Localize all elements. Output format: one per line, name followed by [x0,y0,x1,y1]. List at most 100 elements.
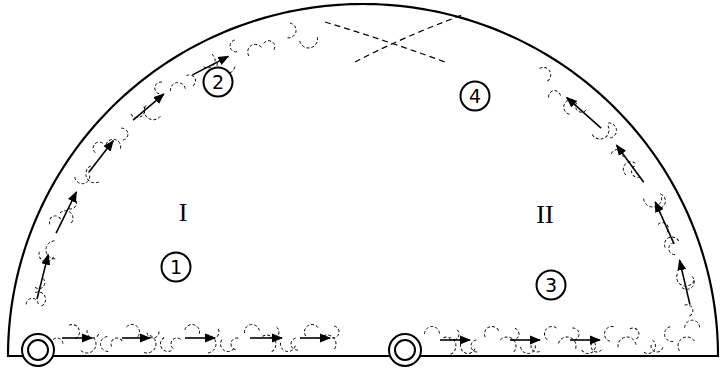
callout-circle: 3 [535,269,567,301]
callout-number: 2 [202,66,234,98]
cloud-scallop [287,23,297,39]
flow-arrow [185,337,215,339]
cloud-scallop [663,327,673,343]
cloud-scallop [153,81,162,94]
cloud-scallop [592,126,612,143]
cloud-scallop [244,324,260,334]
burner-symbol [22,334,54,366]
cloud-scallop [131,106,148,120]
cloud-scallop [685,303,695,316]
flow-arrow [510,339,540,341]
cloud-scallop [230,337,239,350]
cloud-scallop [47,214,60,225]
cloud-scallop [675,334,695,351]
callout-circle: 4 [459,80,491,112]
callout-number: 1 [160,251,192,283]
cloud-scallop [539,65,553,82]
flow-arrow [37,255,48,299]
cloud-scallop [264,38,277,50]
cloud-scallop [332,326,340,339]
cloud-scallop [109,336,122,347]
cloud-scallop [290,338,298,351]
flow-arrow [56,192,76,233]
cloud-scallop [630,326,641,339]
flow-arrow [567,98,601,129]
cloud-scallop [548,90,561,98]
cloud-scallop [81,338,100,357]
cloud-scallop [100,337,108,352]
cloud-scallop [644,340,659,357]
cloud-scallop [669,243,675,255]
cloud-scallop [229,40,237,53]
dome-outline [8,4,718,356]
cloud-scallop [471,340,477,352]
smoke-cloud [425,323,695,356]
cloud-scallop [482,324,499,337]
cloud-scallop [521,345,536,354]
burner-outer [22,334,54,366]
cloud-scallop [206,334,217,353]
cloud-scallop [121,128,128,141]
flow-arrow [655,202,674,244]
cloud-scallop [572,327,579,340]
flow-arrow [680,260,690,305]
cloud-scallop [644,197,663,207]
burner-symbol [389,334,421,366]
smoke-cloud [26,23,319,306]
cloud-scallop [589,342,602,354]
zone-numeral: II [536,200,553,230]
flow-arrow [122,337,150,339]
cloud-scallop [169,336,181,349]
cloud-scallop [500,333,519,352]
cloud-scallop [529,341,540,354]
flow-arrow [62,337,92,339]
cloud-scallop [562,98,573,114]
callout-number: 3 [535,269,567,301]
cloud-scallop [581,342,598,356]
cloud-scallop [186,73,197,86]
callout-circle: 2 [202,66,234,98]
dashed-trace [355,14,465,62]
cloud-scallop [425,327,440,334]
cloud-scallop [302,322,319,336]
cloud-scallop [603,325,614,341]
flow-arrow [300,337,330,339]
burner-inner [28,340,48,360]
cloud-scallop [279,342,295,353]
flow-arrow [570,339,600,341]
zone-numeral: I [179,198,188,228]
flow-arrow [617,145,644,182]
flow-arrow [89,141,114,173]
cloud-scallop [26,298,38,304]
smoke-cloud [51,321,340,356]
cloud-scallop [37,251,54,263]
cloud-scallop [69,322,82,339]
cloud-scallop [558,335,578,349]
cloud-scallop [685,320,700,328]
cloud-scallop [608,122,617,138]
cloud-scallop [630,166,641,179]
callout-number: 4 [459,80,491,112]
cloud-scallop [262,332,279,352]
flow-arrow [133,94,164,120]
burner-outer [389,334,421,366]
cloud-scallop [443,334,458,354]
callout-circle: 1 [160,251,192,283]
cloud-scallop [91,140,103,153]
cloud-scallop [126,321,142,337]
cloud-scallop [169,82,185,92]
burner-inner [395,340,415,360]
cloud-scallop [541,323,556,339]
cloud-scallop [158,337,171,354]
cloud-scallop [650,345,663,354]
cloud-scallop [320,332,340,350]
cloud-scallop [141,105,161,123]
dashed-trace [325,22,445,62]
cloud-scallop [617,336,636,347]
flow-arrow [250,337,282,339]
cloud-scallop [185,323,202,335]
flow-arrow [440,339,470,341]
cloud-scallop [245,41,262,55]
cloud-scallop [300,37,319,50]
